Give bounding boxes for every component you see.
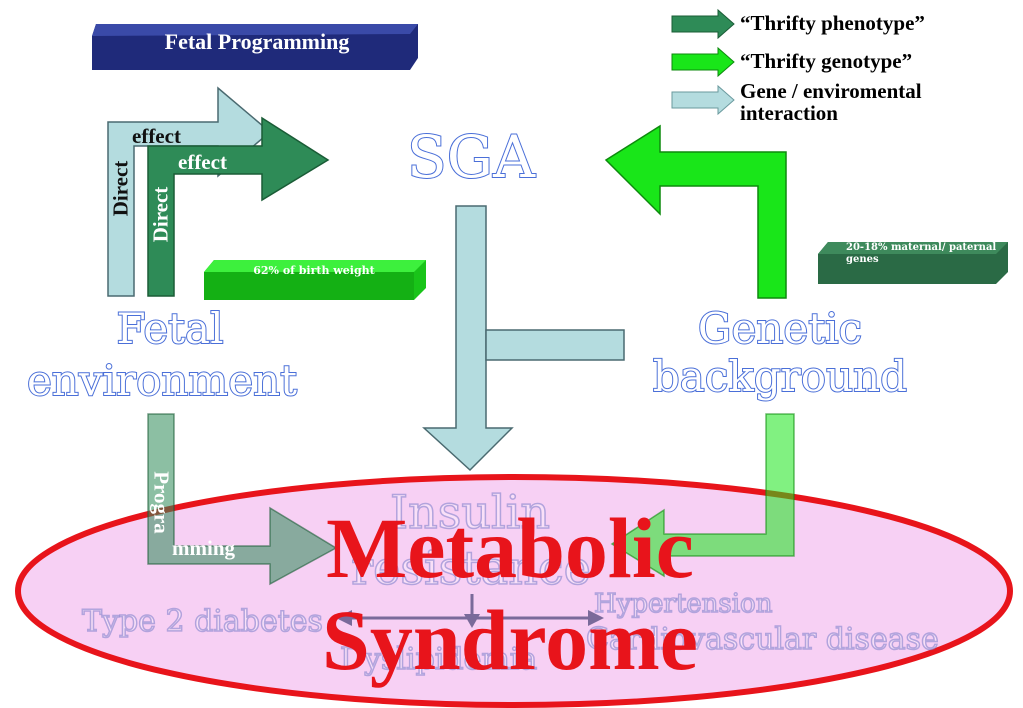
direct-effect-dark-horizontal-label: effect: [178, 150, 227, 174]
metabolic-syndrome-label-line1: Metabolic: [326, 500, 694, 596]
programming-horizontal-label: mming: [172, 536, 235, 560]
hypertension-label: Hypertension: [593, 588, 773, 620]
programming-vertical-label: Progra: [149, 471, 174, 534]
thrifty-genotype-arrow-upper: [604, 124, 787, 299]
direct-effect-arrow-dark: [147, 116, 330, 297]
cardiovascular-disease-label: Cardiovascular disease: [585, 621, 939, 658]
fetal-programming-banner-shape: [92, 24, 418, 70]
genetic-background-label-line2: background: [652, 351, 908, 402]
maternal-paternal-badge-shape: [818, 242, 1008, 284]
legend-arrow-thrifty-phenotype: [671, 8, 735, 40]
programming-arrow: [147, 413, 338, 586]
thrifty-genotype-arrow-lower: [610, 413, 795, 578]
direct-effect-dark-vertical-label: Direct: [148, 186, 173, 243]
fetal-programming-title: Fetal Programming: [164, 29, 350, 54]
legend-label-thrifty-genotype: “Thrifty genotype”: [740, 49, 913, 73]
insulin-resistance-label-line2: resistance: [350, 541, 591, 595]
legend-label-thrifty-phenotype: “Thrifty phenotype”: [740, 11, 925, 35]
fetal-environment-label-line2: environment: [26, 355, 298, 406]
fetal-environment-label-line1: Fetal: [115, 303, 224, 354]
outcome-branch-lines: [336, 594, 604, 628]
sga-down-arrow: [422, 205, 514, 472]
dyslipidemia-label: Dyslipidemia: [339, 641, 538, 678]
direct-effect-light-horizontal-label: effect: [132, 124, 181, 148]
legend-label-gene-environment: Gene / enviromental interaction: [740, 79, 922, 125]
sga-label: SGA: [406, 123, 536, 191]
birth-weight-badge-shape: [204, 260, 426, 300]
maternal-paternal-badge-label: 20-18% maternal/ paternal genes: [846, 242, 997, 265]
genetic-background-label-line1: Genetic: [697, 303, 863, 354]
birth-weight-badge-label: 62% of birth weight: [253, 264, 375, 277]
metabolic-syndrome-label-line2: Syndrome: [322, 592, 698, 688]
type2-diabetes-label: Type 2 diabetes: [81, 603, 323, 640]
gene-environment-connector: [485, 329, 625, 361]
direct-effect-light-vertical-label: Direct: [108, 160, 133, 217]
legend-arrow-thrifty-genotype: [671, 46, 735, 78]
insulin-resistance-label-line1: Insulin: [389, 485, 551, 539]
legend-arrow-gene-environment: [671, 84, 735, 116]
